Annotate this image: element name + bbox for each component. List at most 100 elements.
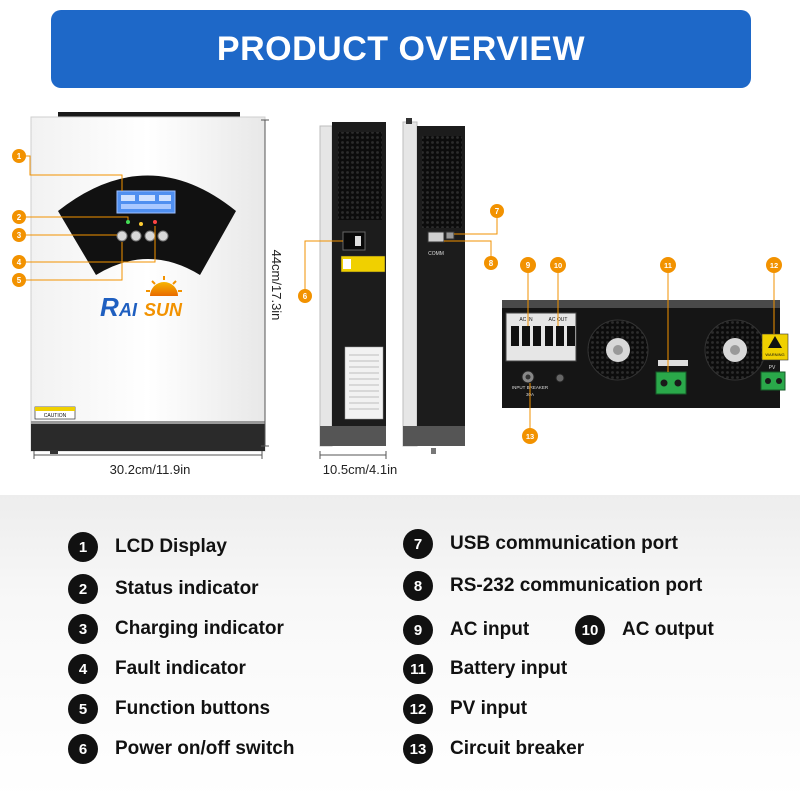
legend-item-fault-indicator: 4 Fault indicator — [68, 654, 246, 684]
callout-6: 6 — [298, 289, 312, 303]
usb-port[interactable] — [445, 231, 455, 240]
legend-number: 9 — [403, 615, 433, 645]
legend-number: 4 — [68, 654, 98, 684]
callout-2: 2 — [12, 210, 26, 224]
legend-item-function-buttons: 5 Function buttons — [68, 694, 270, 724]
legend-item-rs232-port: 8 RS-232 communication port — [403, 571, 702, 601]
callout-5: 5 — [12, 273, 26, 287]
warning-text: WARNING — [765, 352, 784, 357]
function-button-1[interactable] — [116, 230, 128, 242]
legend-item-circuit-breaker: 13 Circuit breaker — [403, 734, 584, 764]
depth-dimension-line — [319, 451, 387, 459]
callout-12: 12 — [766, 257, 782, 273]
pv-label: PV — [769, 365, 776, 371]
rs232-port[interactable] — [427, 231, 445, 243]
legend-number: 13 — [403, 734, 433, 764]
callout-3: 3 — [12, 228, 26, 242]
cooling-fan-left — [587, 319, 649, 381]
svg-text:1: 1 — [17, 152, 22, 161]
front-bottom-band — [31, 423, 265, 451]
title-banner: PRODUCT OVERVIEW — [51, 10, 751, 88]
legend-label: Circuit breaker — [450, 738, 585, 759]
legend-item-status-indicator: 2 Status indicator — [68, 574, 259, 604]
legend-label: Power on/off switch — [115, 738, 295, 759]
legend-item-usb-port: 7 USB communication port — [403, 529, 678, 559]
product-figure: R AI SUN CAUTION 30.2cm/11.9in 44cm/17.3… — [12, 112, 789, 477]
legend-number: 11 — [403, 654, 433, 684]
display-bezel — [58, 175, 236, 275]
legend-label: AC output — [622, 619, 714, 640]
height-dimension: 44cm/17.3in — [269, 250, 284, 321]
legend-label: PV input — [450, 698, 528, 719]
svg-text:9: 9 — [526, 261, 531, 270]
fault-indicator-led — [153, 220, 157, 224]
brand-logo: R AI SUN — [100, 276, 183, 322]
ac-terminals[interactable] — [511, 326, 575, 346]
legend-item-battery-input: 11 Battery input — [403, 654, 567, 684]
callout-1: 1 — [12, 149, 26, 163]
callout-10: 10 — [550, 257, 566, 273]
callout-13: 13 — [522, 428, 538, 444]
svg-text:11: 11 — [664, 261, 672, 270]
front-view: R AI SUN CAUTION — [30, 112, 266, 454]
legend-label: RS-232 communication port — [450, 575, 703, 596]
component-legend: 1 LCD Display 2 Status indicator 3 Charg… — [0, 495, 800, 800]
spec-label — [344, 346, 384, 420]
depth-dimension: 10.5cm/4.1in — [323, 462, 397, 477]
svg-text:R: R — [100, 292, 119, 322]
callout-11: 11 — [660, 257, 676, 273]
legend-number: 7 — [403, 529, 433, 559]
pv-terminal[interactable] — [760, 371, 786, 391]
legend-number: 3 — [68, 614, 98, 644]
side-view-left — [319, 122, 386, 447]
status-indicator-led — [126, 220, 130, 224]
legend-label: Battery input — [450, 658, 568, 679]
width-dimension: 30.2cm/11.9in — [110, 462, 191, 477]
legend-number: 10 — [575, 615, 605, 645]
legend-number: 8 — [403, 571, 433, 601]
bottom-view: AC IN AC OUT PV WARNING — [502, 300, 789, 408]
svg-text:6: 6 — [303, 292, 308, 301]
svg-text:8: 8 — [489, 259, 494, 268]
function-button-2[interactable] — [130, 230, 142, 242]
callout-4: 4 — [12, 255, 26, 269]
legend-label: Charging indicator — [115, 618, 284, 639]
front-dimensions — [33, 119, 269, 459]
legend-item-ac-output: 10 AC output — [575, 615, 714, 645]
side-view-right: COMM — [402, 118, 465, 454]
legend-number: 1 — [68, 532, 98, 562]
legend-number: 2 — [68, 574, 98, 604]
legend-label: LCD Display — [115, 536, 227, 557]
cooling-fan-right — [704, 319, 766, 381]
function-button-4[interactable] — [157, 230, 169, 242]
svg-text:AI: AI — [118, 300, 138, 320]
ac-in-label: AC IN — [519, 317, 533, 323]
legend-label: USB communication port — [450, 533, 679, 554]
legend-number: 6 — [68, 734, 98, 764]
lcd-display — [116, 190, 176, 214]
legend-label: Fault indicator — [115, 658, 246, 679]
callout-9: 9 — [520, 257, 536, 273]
power-switch[interactable] — [342, 231, 366, 251]
legend-number: 5 — [68, 694, 98, 724]
function-button-3[interactable] — [144, 230, 156, 242]
callout-leaders — [19, 155, 775, 436]
legend-label: Status indicator — [115, 578, 259, 599]
callout-7: 7 — [490, 204, 504, 218]
mount-bracket — [58, 112, 240, 118]
legend-item-power-switch: 6 Power on/off switch — [68, 734, 294, 764]
svg-text:4: 4 — [17, 258, 22, 267]
callout-badges: 1 2 3 4 5 6 7 8 — [12, 149, 782, 444]
svg-text:12: 12 — [770, 261, 778, 270]
comm-port-label: COMM — [428, 251, 444, 257]
banner-title: PRODUCT OVERVIEW — [216, 29, 586, 68]
svg-text:SUN: SUN — [144, 300, 183, 320]
legend-label: AC input — [450, 619, 530, 640]
charging-indicator-led — [139, 222, 143, 226]
svg-text:3: 3 — [17, 231, 22, 240]
svg-text:13: 13 — [526, 432, 534, 441]
svg-text:5: 5 — [17, 276, 22, 285]
battery-terminal[interactable] — [655, 371, 687, 395]
legend-number: 12 — [403, 694, 433, 724]
caution-text: CAUTION — [44, 413, 67, 419]
